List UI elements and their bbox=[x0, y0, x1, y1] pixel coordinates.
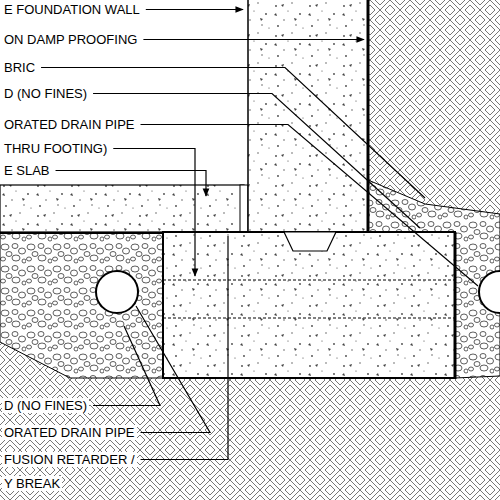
callout-label: BRIC bbox=[2, 60, 37, 75]
leader-line bbox=[41, 68, 425, 199]
callout-label: ORATED DRAIN PIPE bbox=[2, 117, 137, 132]
callout-label: D (NO FINES) bbox=[2, 86, 89, 101]
callout-label: THRU FOOTING) bbox=[2, 141, 109, 156]
callout-label: E SLAB bbox=[2, 163, 52, 178]
footing-keyway bbox=[284, 232, 336, 251]
leader-line bbox=[93, 94, 420, 229]
footing bbox=[163, 232, 455, 378]
callout-label: E FOUNDATION WALL bbox=[2, 2, 142, 17]
damp-proofing bbox=[454, 232, 457, 378]
leader-line bbox=[146, 9, 243, 10]
leader-line bbox=[113, 149, 195, 277]
sleeve-line bbox=[163, 280, 455, 281]
drain-pipe bbox=[479, 271, 500, 313]
concrete-slab bbox=[0, 185, 244, 232]
callout-label: FUSION RETARDER / bbox=[2, 452, 137, 467]
callout-label: D (NO FINES) bbox=[2, 398, 89, 413]
damp-proofing bbox=[368, 231, 455, 233]
leader-line bbox=[141, 236, 229, 460]
slab-joint bbox=[240, 185, 248, 232]
callout-label: ON DAMP PROOFING bbox=[2, 32, 139, 47]
damp-proofing bbox=[367, 0, 370, 232]
gravel-left bbox=[0, 232, 163, 378]
callout-label: Y BREAK bbox=[2, 476, 62, 491]
leader-line bbox=[93, 326, 160, 406]
vapour-retarder bbox=[0, 232, 163, 234]
leader-line bbox=[143, 39, 364, 40]
sleeve-line bbox=[163, 318, 455, 319]
leader-line bbox=[56, 171, 206, 197]
leader-line bbox=[136, 306, 210, 433]
drain-pipe bbox=[96, 271, 138, 313]
callout-label: ORATED DRAIN PIPE bbox=[2, 425, 137, 440]
foundation-wall bbox=[248, 0, 368, 234]
